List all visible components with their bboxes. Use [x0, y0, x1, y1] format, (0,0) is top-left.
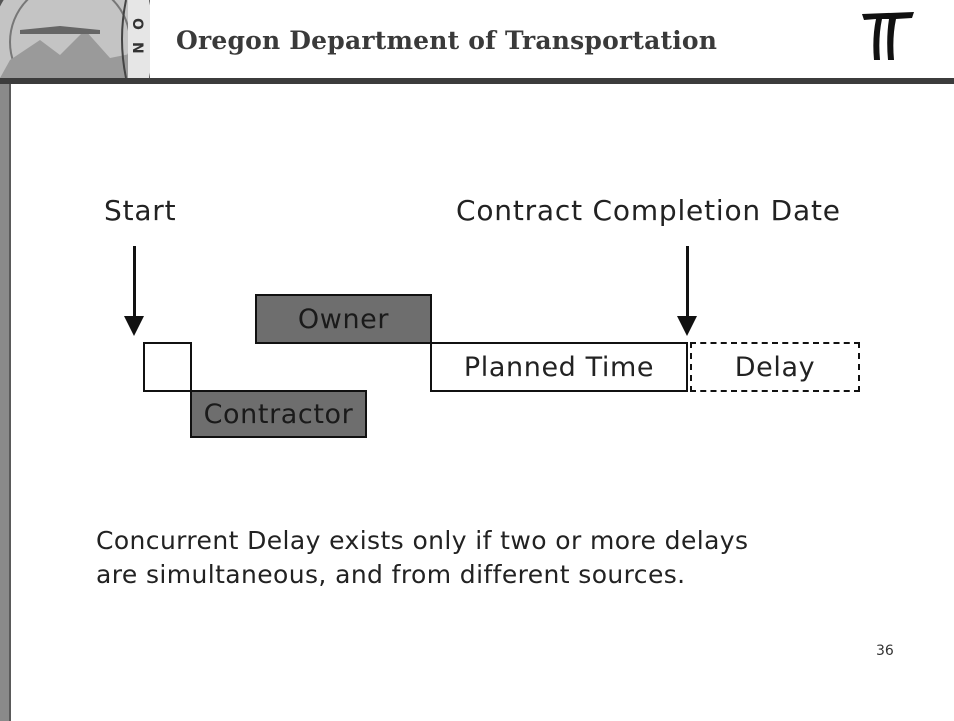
- planned-time-bar: Planned Time: [430, 342, 688, 392]
- header-title: Oregon Department of Transportation: [176, 26, 718, 55]
- completion-arrow-head: [677, 316, 697, 336]
- completion-date-label: Contract Completion Date: [456, 194, 841, 227]
- slide-number: 36: [876, 643, 894, 659]
- initial-work-bar: [143, 342, 192, 392]
- concurrent-delay-definition: Concurrent Delay exists only if two or m…: [96, 526, 749, 589]
- header-divider: [0, 78, 954, 84]
- start-label: Start: [104, 194, 177, 227]
- delay-bar: Delay: [690, 342, 860, 392]
- svg-text:O: O: [129, 18, 145, 30]
- start-arrow-head: [124, 316, 144, 336]
- completion-arrow-shaft: [686, 246, 689, 318]
- slide-header: O N Oregon Department of Transportation: [0, 0, 954, 80]
- left-accent-line: [9, 84, 11, 721]
- start-arrow-shaft: [133, 246, 136, 318]
- oregon-seal-icon: O N: [0, 0, 150, 78]
- svg-text:N: N: [129, 42, 145, 54]
- owner-delay-bar: Owner: [255, 294, 432, 344]
- odot-logo-icon: [858, 8, 918, 64]
- contractor-delay-bar: Contractor: [190, 390, 367, 438]
- left-accent-bar: [0, 84, 9, 721]
